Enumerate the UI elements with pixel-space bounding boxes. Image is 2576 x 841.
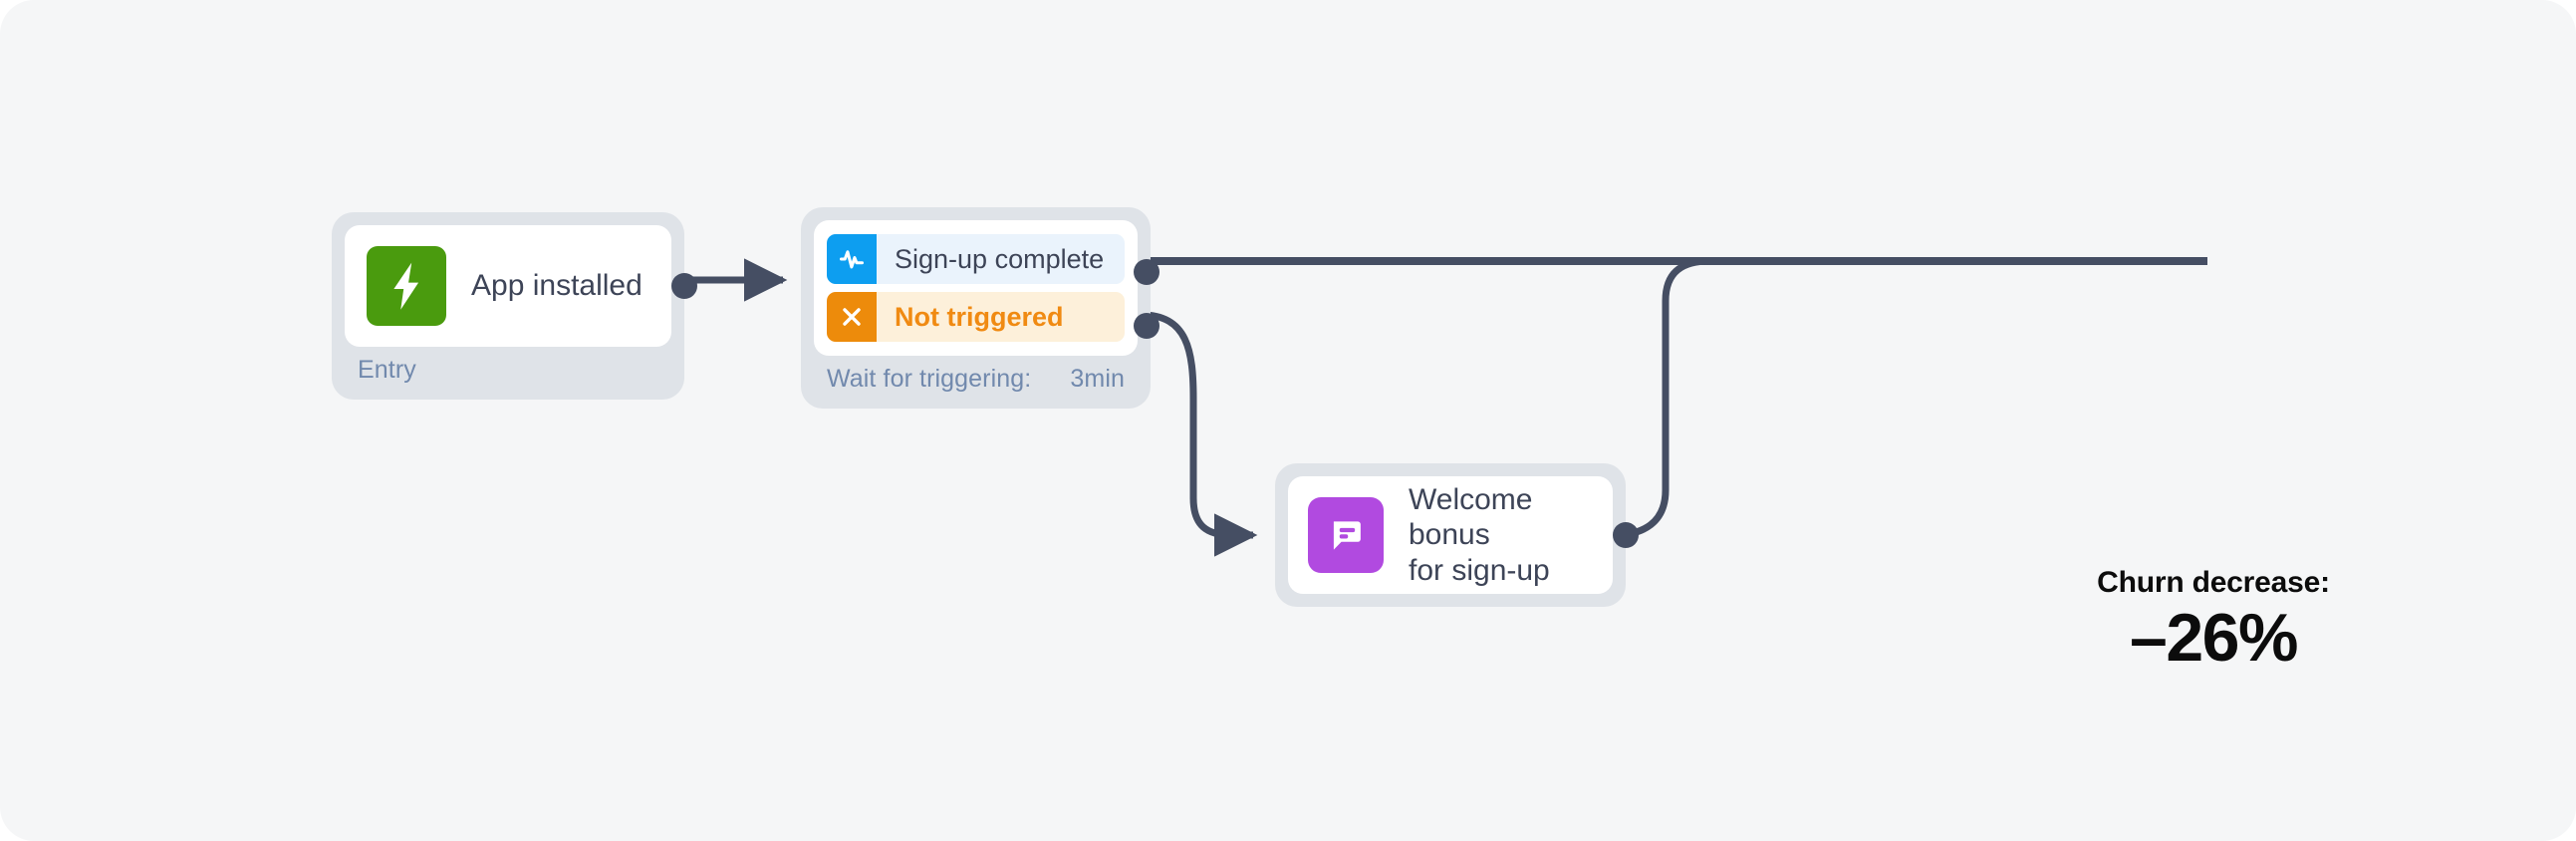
node-footer-value: 3min	[1070, 365, 1125, 393]
node-title-line-1: Welcome bonus	[1409, 483, 1533, 552]
node-footer: Wait for triggering: 3min	[814, 356, 1138, 396]
output-port[interactable]	[1613, 522, 1639, 548]
pulse-icon	[827, 234, 877, 284]
node-footer: Entry	[345, 347, 671, 387]
node-wait-for-triggering[interactable]: Sign-up complete Not triggered Wait for …	[801, 207, 1159, 409]
lightning-bolt-icon	[367, 246, 446, 326]
output-port[interactable]	[671, 273, 697, 299]
branch-label: Not triggered	[895, 301, 1064, 332]
chat-message-icon	[1308, 497, 1384, 573]
node-app-installed[interactable]: App installed Entry	[332, 212, 697, 400]
churn-decrease-stat: Churn decrease: –26%	[2044, 566, 2383, 675]
output-port-signup-complete[interactable]	[1134, 259, 1159, 285]
node-card: Sign-up complete Not triggered	[814, 220, 1159, 356]
stat-label: Churn decrease:	[2097, 566, 2330, 599]
stat-value: –26%	[2130, 600, 2298, 676]
branch-label: Sign-up complete	[895, 243, 1105, 274]
edge-welcome-out-merge	[1613, 257, 1710, 539]
output-port-not-triggered[interactable]	[1134, 313, 1159, 339]
node-footer-label: Entry	[358, 356, 416, 384]
node-title: Welcome bonus for sign-up	[1409, 482, 1613, 587]
node-footer-label: Wait for triggering:	[827, 365, 1032, 393]
node-welcome-bonus[interactable]: Welcome bonus for sign-up	[1275, 463, 1639, 607]
close-x-icon	[827, 292, 877, 342]
node-title-line-2: for sign-up	[1409, 553, 1550, 587]
branch-row-signup-complete[interactable]: Sign-up complete	[827, 234, 1125, 284]
branch-row-not-triggered[interactable]: Not triggered	[827, 292, 1125, 342]
edge-not-triggered-to-welcome	[1141, 311, 1258, 557]
node-card: App installed	[345, 225, 697, 347]
node-card: Welcome bonus for sign-up	[1288, 476, 1639, 594]
node-title: App installed	[471, 269, 643, 303]
